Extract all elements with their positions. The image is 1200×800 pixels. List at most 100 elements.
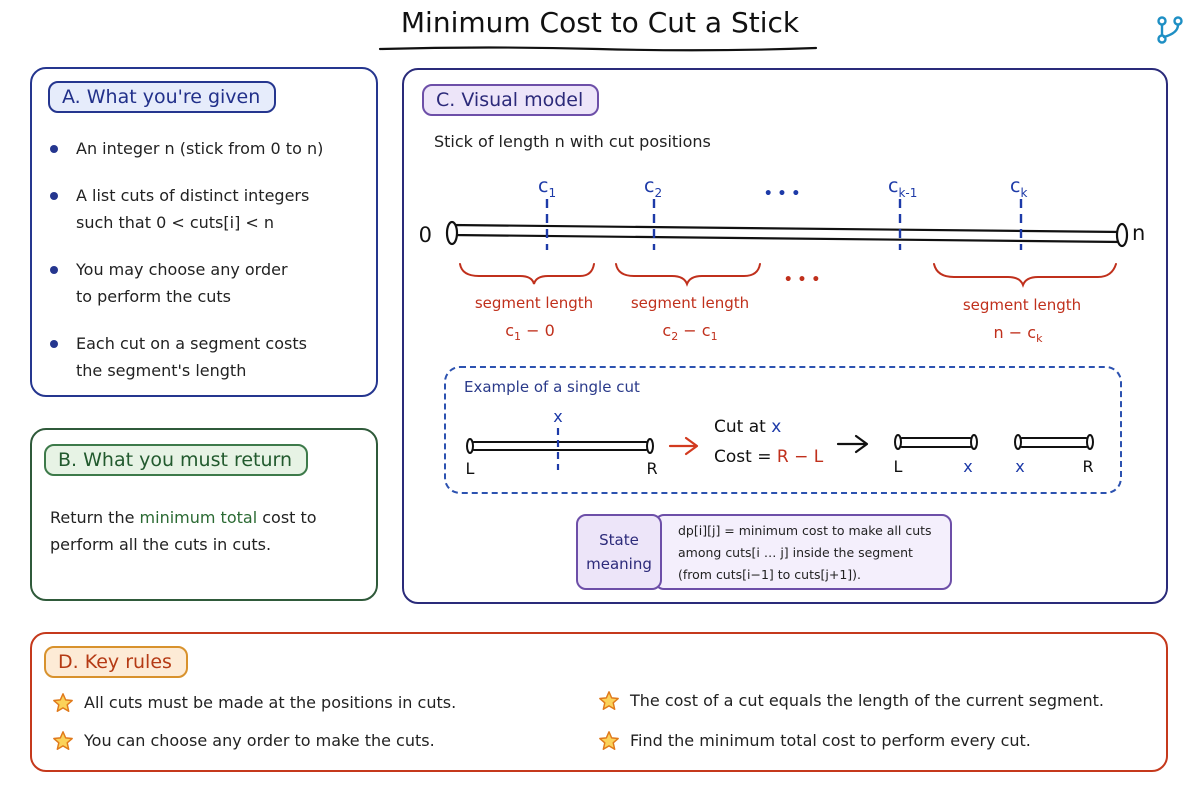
segment-brace-2 — [615, 263, 761, 287]
result-piece-right-end-b — [1086, 434, 1094, 450]
arrow-right-icon — [668, 436, 699, 456]
visual-subtitle: Stick of length n with cut positions — [434, 132, 711, 151]
panel-return: B. What you must return Return the minim… — [30, 428, 378, 601]
panel-rules-tag: D. Key rules — [44, 646, 188, 678]
star-icon — [53, 693, 73, 712]
example-stick — [469, 441, 651, 451]
result-piece-left-end-a — [894, 434, 902, 450]
example-stick-right-end — [646, 438, 654, 454]
cut-label-ck-1: ck-1 — [888, 175, 917, 200]
result-label-x2: x — [1015, 457, 1024, 476]
result-piece-left-end-b — [970, 434, 978, 450]
segment-label-2: segment length — [631, 294, 749, 312]
stick-right-end — [1115, 222, 1129, 248]
cost-text: Cost = R − L — [714, 447, 824, 467]
segment-formula-1: c1 − 0 — [505, 321, 555, 343]
result-piece-right-end-a — [1014, 434, 1022, 450]
cost-label: Cost = — [714, 447, 777, 467]
segment-ellipsis: • • • — [784, 272, 821, 288]
state-line: among cuts[i … j] inside the segment — [678, 545, 913, 560]
return-text-highlight: minimum total — [139, 508, 258, 527]
star-icon — [599, 731, 619, 750]
segment-formula-3-a: n − c — [994, 323, 1037, 342]
result-label-r: R — [1082, 457, 1093, 476]
state-tag-line: State — [599, 531, 639, 549]
segment-formula-2: c2 − c1 — [662, 321, 717, 343]
segment-formula-2-d: 1 — [711, 330, 718, 343]
cut-label-c2: c2 — [644, 175, 662, 200]
bullet-icon — [50, 145, 58, 153]
result-label-x1: x — [963, 457, 972, 476]
cut-label-c2-base: c — [644, 175, 654, 197]
given-item-line: to perform the cuts — [76, 287, 232, 306]
panel-given-tag: A. What you're given — [48, 81, 277, 113]
cut-label-ck-1-sub: k-1 — [898, 186, 917, 200]
example-diagram: x L R Cut at x Cost = R − L L x x R — [466, 407, 1094, 478]
cut-label-ck-sub: k — [1020, 186, 1027, 200]
panel-visual-model: C. Visual model Stick of length n with c… — [402, 68, 1168, 604]
segment-formula-3-b: k — [1036, 332, 1043, 345]
stick-diagram: 0 n c1 c2 ck-1 ck • • • • • • segment le… — [419, 175, 1146, 345]
cost-formula: R − L — [777, 447, 824, 467]
cut-label-ck-1-base: c — [888, 175, 898, 197]
example-left-label: L — [466, 459, 475, 478]
cut-label-ck-base: c — [1010, 175, 1020, 197]
given-item: A list cuts of distinct integers such th… — [50, 182, 370, 236]
cut-label-c1-base: c — [538, 175, 548, 197]
branch-icon[interactable] — [1154, 14, 1186, 46]
given-item: An integer n (stick from 0 to n) — [50, 135, 370, 162]
given-item-line: An integer n (stick from 0 to n) — [76, 139, 324, 158]
panel-return-tag: B. What you must return — [44, 444, 309, 476]
segment-formula-1-c: − 0 — [521, 321, 555, 340]
cut-at-text: Cut at x — [714, 417, 781, 437]
title-underline — [378, 46, 818, 52]
state-line: (from cuts[i−1] to cuts[j+1]). — [678, 567, 862, 582]
segment-formula-3: n − ck — [994, 323, 1044, 345]
given-item-line: such that 0 < cuts[i] < n — [76, 213, 275, 232]
segment-formula-2-b: 2 — [671, 330, 678, 343]
cut-ellipsis: • • • — [764, 186, 801, 202]
example-stick-left-end — [466, 438, 474, 454]
return-text-pre: Return the — [50, 508, 140, 527]
return-description: Return the minimum total cost to perform… — [50, 504, 360, 558]
example-right-label: R — [646, 459, 657, 478]
segment-label-1: segment length — [475, 294, 593, 312]
arrow-right-icon — [836, 434, 869, 454]
star-icon — [599, 691, 619, 710]
given-list: An integer n (stick from 0 to n) A list … — [50, 135, 370, 404]
segment-formula-2-a: c — [662, 321, 671, 340]
cut-at-var: x — [771, 417, 781, 437]
result-piece-left — [897, 437, 975, 448]
given-item: Each cut on a segment costs the segment'… — [50, 330, 370, 384]
result-label-l: L — [894, 457, 903, 476]
bullet-icon — [50, 340, 58, 348]
given-item-line: A list cuts of distinct integers — [76, 186, 310, 205]
bullet-icon — [50, 266, 58, 274]
segment-formula-1-b: 1 — [514, 330, 521, 343]
rule-text: You can choose any order to make the cut… — [84, 731, 435, 750]
state-meaning-box: dp[i][j] = minimum cost to make all cuts… — [654, 514, 952, 590]
panel-visual-tag: C. Visual model — [422, 84, 600, 116]
given-item-line: You may choose any order — [76, 260, 288, 279]
example-x-label: x — [553, 407, 562, 426]
segment-formula-2-c: − c — [678, 321, 710, 340]
segment-brace-1 — [459, 263, 595, 285]
panel-key-rules: D. Key rules All cuts must be made at th… — [30, 632, 1168, 772]
return-text-post: cost to — [257, 508, 317, 527]
given-item: You may choose any order to perform the … — [50, 256, 370, 310]
cut-label-ck: ck — [1010, 175, 1027, 200]
cut-label-c2-sub: 2 — [654, 186, 662, 200]
star-icon — [53, 731, 73, 750]
rule-text: The cost of a cut equals the length of t… — [630, 691, 1104, 710]
rule-text: All cuts must be made at the positions i… — [84, 693, 457, 712]
panel-given: A. What you're given An integer n (stick… — [30, 67, 378, 397]
cut-at-label: Cut at — [714, 417, 771, 437]
given-item-line: the segment's length — [76, 361, 247, 380]
segment-formula-1-a: c — [505, 321, 514, 340]
example-title: Example of a single cut — [464, 378, 640, 396]
state-line: dp[i][j] = minimum cost to make all cuts — [678, 523, 932, 538]
bullet-icon — [50, 192, 58, 200]
segment-brace-3 — [933, 263, 1117, 288]
stick-end-right: n — [1132, 221, 1145, 245]
single-cut-example: Example of a single cut x L R Cut at x C… — [444, 366, 1122, 494]
